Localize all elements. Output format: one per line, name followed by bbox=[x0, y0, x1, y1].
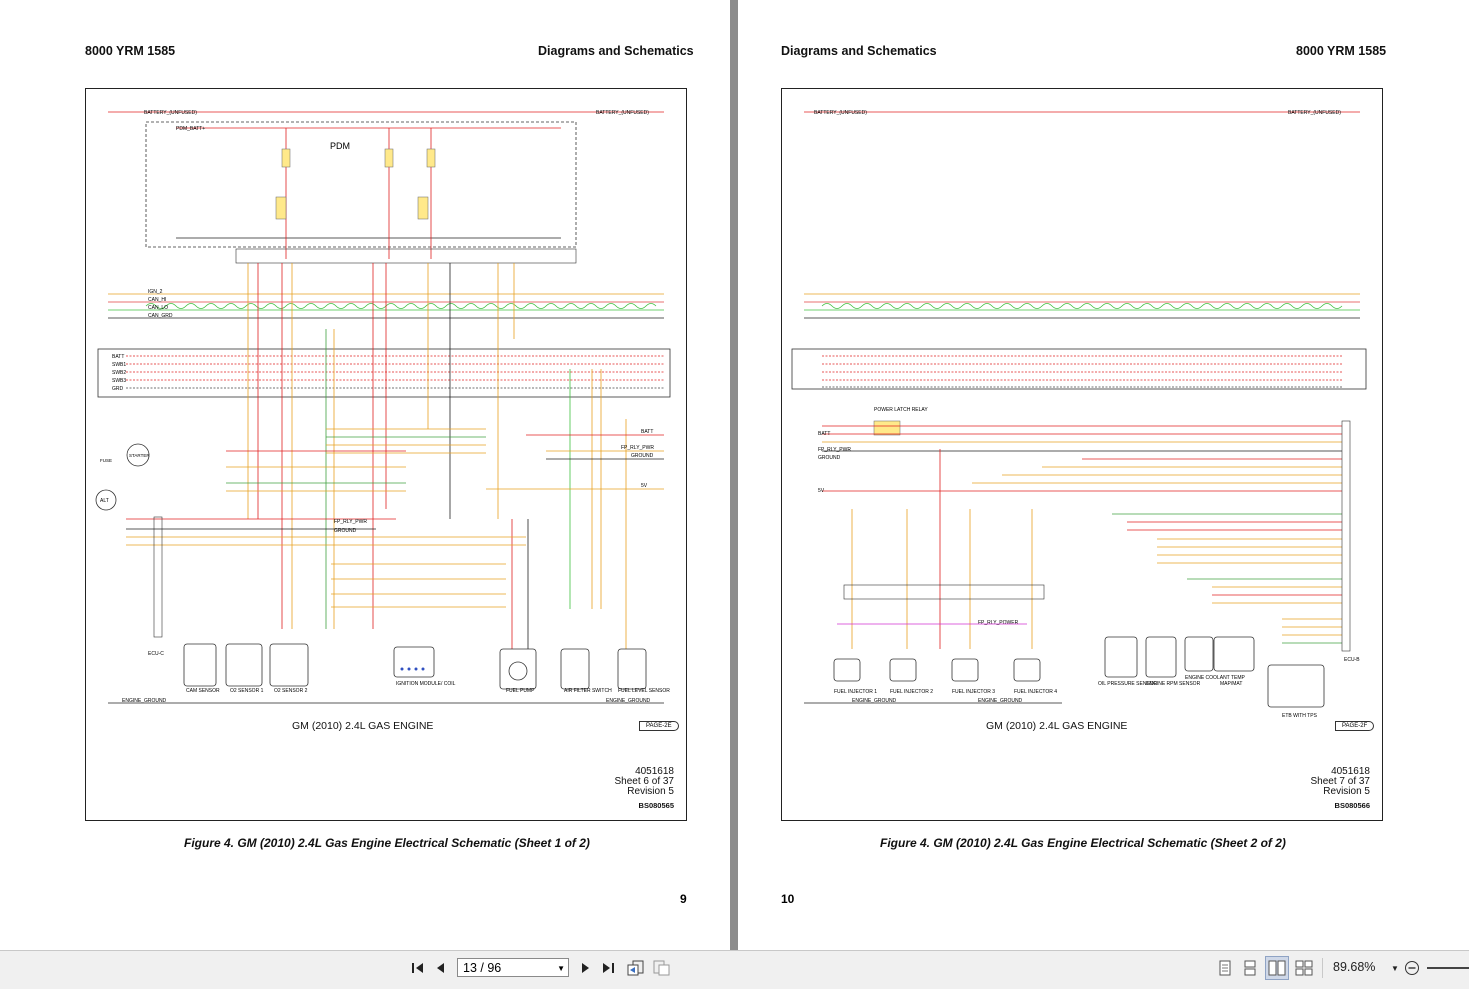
doc-id-header: 8000 YRM 1585 bbox=[1296, 44, 1387, 58]
svg-text:BATTERY_(UNFUSED): BATTERY_(UNFUSED) bbox=[1288, 110, 1341, 116]
svg-text:BATT: BATT bbox=[112, 354, 124, 360]
svg-text:BATT: BATT bbox=[641, 429, 653, 435]
svg-text:CAN_HI: CAN_HI bbox=[148, 297, 166, 303]
go-forward-icon[interactable] bbox=[652, 958, 672, 978]
svg-text:GROUND: GROUND bbox=[631, 453, 654, 459]
svg-text:ETB WITH TPS: ETB WITH TPS bbox=[1282, 713, 1318, 719]
drawing-code: BS080565 bbox=[638, 801, 674, 810]
svg-text:ENGINE_GROUND: ENGINE_GROUND bbox=[978, 698, 1023, 704]
page-9: 8000 YRM 1585 Diagrams and Schematics BA… bbox=[0, 0, 730, 950]
svg-text:FUEL LEVEL SENSOR: FUEL LEVEL SENSOR bbox=[618, 688, 670, 694]
doc-number: 4051618 bbox=[635, 766, 674, 777]
single-page-view-icon[interactable] bbox=[1216, 958, 1234, 978]
revision: Revision 5 bbox=[627, 786, 674, 797]
svg-text:FUEL INJECTOR 2: FUEL INJECTOR 2 bbox=[890, 689, 933, 695]
svg-text:IGNITION MODULE/ COIL: IGNITION MODULE/ COIL bbox=[396, 681, 456, 687]
toolbar-divider bbox=[1322, 958, 1323, 978]
svg-text:FUEL PUMP: FUEL PUMP bbox=[506, 688, 535, 694]
page-reference: PAGE-2E bbox=[639, 721, 679, 731]
previous-page-icon[interactable] bbox=[432, 958, 450, 978]
svg-text:IGN_2: IGN_2 bbox=[148, 289, 163, 295]
svg-text:GRD: GRD bbox=[112, 386, 124, 392]
continuous-view-icon[interactable] bbox=[1241, 958, 1259, 978]
figure-caption: Figure 4. GM (2010) 2.4L Gas Engine Elec… bbox=[184, 836, 590, 850]
svg-text:GROUND: GROUND bbox=[334, 528, 357, 534]
svg-text:FUSE: FUSE bbox=[100, 458, 112, 463]
last-page-icon[interactable] bbox=[599, 958, 617, 978]
svg-text:O2 SENSOR 2: O2 SENSOR 2 bbox=[274, 688, 308, 694]
svg-text:CAN_LO: CAN_LO bbox=[148, 305, 168, 311]
page-number-input[interactable]: 13 / 96 ▼ bbox=[457, 958, 569, 977]
svg-text:BATTERY_(UNFUSED): BATTERY_(UNFUSED) bbox=[814, 110, 867, 116]
svg-text:FUEL INJECTOR 3: FUEL INJECTOR 3 bbox=[952, 689, 995, 695]
svg-text:FUEL INJECTOR 4: FUEL INJECTOR 4 bbox=[1014, 689, 1057, 695]
go-back-icon[interactable] bbox=[626, 958, 646, 978]
svg-text:FP_RLY_PWR: FP_RLY_PWR bbox=[621, 445, 654, 451]
svg-text:GROUND: GROUND bbox=[818, 455, 841, 461]
next-page-icon[interactable] bbox=[576, 958, 594, 978]
svg-text:ALT: ALT bbox=[100, 498, 109, 504]
svg-text:SWB3: SWB3 bbox=[112, 378, 126, 384]
schematic-sheet-1: BATTERY_(UNFUSED) BATTERY_(UNFUSED) PDM … bbox=[85, 88, 687, 821]
document-viewport[interactable]: 8000 YRM 1585 Diagrams and Schematics BA… bbox=[0, 0, 1469, 950]
engine-title: GM (2010) 2.4L GAS ENGINE bbox=[986, 720, 1128, 732]
schematic-sheet-2: BATTERY_(UNFUSED) BATTERY_(UNFUSED) bbox=[781, 88, 1383, 821]
facing-pages-view-icon[interactable] bbox=[1265, 956, 1289, 980]
sheet-info: 4051618 Sheet 6 of 37 Revision 5 BS08056… bbox=[615, 767, 675, 811]
svg-text:PDM_BATT+: PDM_BATT+ bbox=[176, 126, 205, 132]
svg-text:FUEL INJECTOR 1: FUEL INJECTOR 1 bbox=[834, 689, 877, 695]
svg-text:FP_RLY_PWR: FP_RLY_PWR bbox=[334, 519, 367, 525]
svg-text:CAN_GRD: CAN_GRD bbox=[148, 313, 173, 319]
page-number: 10 bbox=[781, 892, 795, 906]
zoom-dropdown-icon[interactable]: ▼ bbox=[1391, 963, 1399, 973]
svg-text:MAP/MAT: MAP/MAT bbox=[1220, 681, 1242, 687]
svg-text:ENGINE COOLANT TEMP: ENGINE COOLANT TEMP bbox=[1185, 675, 1245, 681]
sheet-number: Sheet 7 of 37 bbox=[1310, 776, 1371, 787]
svg-text:FP_RLY_POWER: FP_RLY_POWER bbox=[978, 620, 1019, 626]
zoom-slider[interactable] bbox=[1427, 967, 1469, 969]
svg-text:BATTERY_(UNFUSED): BATTERY_(UNFUSED) bbox=[596, 110, 649, 116]
engine-title: GM (2010) 2.4L GAS ENGINE bbox=[292, 720, 434, 732]
svg-text:ENGINE_GROUND: ENGINE_GROUND bbox=[122, 698, 167, 704]
svg-text:STARTER: STARTER bbox=[129, 453, 150, 458]
svg-text:FP_RLY_PWR: FP_RLY_PWR bbox=[818, 447, 851, 453]
doc-id-header: 8000 YRM 1585 bbox=[85, 44, 176, 58]
svg-text:ENGINE_GROUND: ENGINE_GROUND bbox=[606, 698, 651, 704]
page-reference: PAGE-2F bbox=[1335, 721, 1375, 731]
svg-text:BATTERY_(UNFUSED): BATTERY_(UNFUSED) bbox=[144, 110, 197, 116]
drawing-code: BS080566 bbox=[1334, 801, 1370, 810]
sheet-number: Sheet 6 of 37 bbox=[614, 776, 675, 787]
svg-text:SWB2: SWB2 bbox=[112, 370, 126, 376]
doc-number: 4051618 bbox=[1331, 766, 1370, 777]
section-header: Diagrams and Schematics bbox=[538, 44, 694, 58]
section-header: Diagrams and Schematics bbox=[781, 44, 937, 58]
svg-text:O2 SENSOR 1: O2 SENSOR 1 bbox=[230, 688, 264, 694]
svg-text:ENGINE_GROUND: ENGINE_GROUND bbox=[852, 698, 897, 704]
svg-text:BATT: BATT bbox=[818, 431, 830, 437]
sheet-info: 4051618 Sheet 7 of 37 Revision 5 BS08056… bbox=[1311, 767, 1371, 811]
svg-text:CAM SENSOR: CAM SENSOR bbox=[186, 688, 220, 694]
zoom-out-icon[interactable] bbox=[1403, 958, 1421, 978]
svg-text:POWER LATCH RELAY: POWER LATCH RELAY bbox=[874, 407, 928, 413]
zoom-level[interactable]: 89.68% bbox=[1333, 960, 1376, 974]
revision: Revision 5 bbox=[1323, 786, 1370, 797]
page-10: Diagrams and Schematics 8000 YRM 1585 BA… bbox=[738, 0, 1469, 950]
svg-text:OIL PRESSURE SENSOR: OIL PRESSURE SENSOR bbox=[1098, 681, 1158, 687]
svg-text:AIR FILTER SWITCH: AIR FILTER SWITCH bbox=[564, 688, 612, 694]
svg-text:ECU-C: ECU-C bbox=[148, 651, 164, 657]
first-page-icon[interactable] bbox=[409, 958, 427, 978]
svg-text:SWB1: SWB1 bbox=[112, 362, 126, 368]
svg-text:5V: 5V bbox=[818, 488, 825, 494]
figure-caption: Figure 4. GM (2010) 2.4L Gas Engine Elec… bbox=[880, 836, 1286, 850]
svg-text:ECU-B: ECU-B bbox=[1344, 657, 1360, 663]
continuous-facing-view-icon[interactable] bbox=[1294, 958, 1314, 978]
svg-text:5V: 5V bbox=[641, 483, 648, 489]
chevron-down-icon[interactable]: ▼ bbox=[557, 964, 565, 973]
svg-text:PDM: PDM bbox=[330, 141, 350, 151]
svg-text:ENGINE RPM SENSOR: ENGINE RPM SENSOR bbox=[1146, 681, 1201, 687]
page-number: 9 bbox=[680, 892, 687, 906]
